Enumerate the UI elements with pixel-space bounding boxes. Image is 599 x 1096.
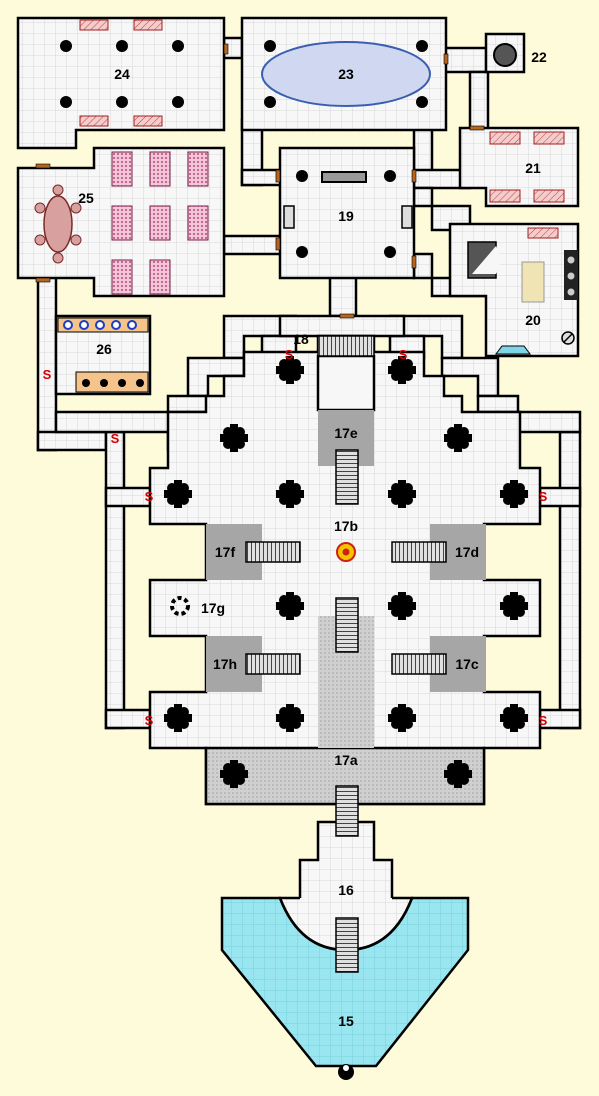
room-label-23: 23 — [338, 66, 354, 82]
table-icon — [34, 184, 82, 264]
room-label-17e: 17e — [334, 425, 358, 441]
kitchen-fixtures — [467, 241, 578, 355]
altar-slab-icon — [321, 171, 367, 183]
room-label-18: 18 — [293, 331, 309, 347]
secret-door: S — [111, 431, 120, 446]
secret-door: S — [399, 347, 408, 362]
room-labels: 24 23 22 21 25 19 20 18 26 17e 17b 17f 1… — [78, 49, 547, 1029]
room-label-17c: 17c — [455, 656, 479, 672]
furniture — [79, 19, 565, 239]
room-17e-void — [316, 354, 376, 412]
stairs-17c — [391, 653, 447, 675]
room-label-17b: 17b — [334, 518, 358, 534]
room-label-21: 21 — [525, 160, 541, 176]
secret-door: S — [145, 489, 154, 504]
well-icon — [493, 43, 517, 67]
room-label-16: 16 — [338, 882, 354, 898]
room-label-17f: 17f — [215, 544, 236, 560]
doors — [35, 43, 485, 319]
statue-icon — [283, 205, 295, 229]
beds — [111, 151, 209, 295]
room-label-17a: 17a — [334, 752, 358, 768]
room-label-25: 25 — [78, 190, 94, 206]
room-24 — [16, 16, 226, 150]
room-21 — [458, 126, 580, 208]
room-19 — [278, 146, 416, 280]
room-label-20: 20 — [525, 312, 541, 328]
room-18 — [278, 314, 406, 338]
room-label-17g: 17g — [201, 600, 225, 616]
stairs-17b-s — [335, 597, 359, 653]
stairs-17f — [245, 541, 301, 563]
statue-icon — [401, 205, 413, 229]
secret-door: S — [145, 713, 154, 728]
secret-door: S — [539, 713, 548, 728]
room-label-19: 19 — [338, 208, 354, 224]
secret-doors: S S S S S S S S — [43, 347, 548, 728]
secret-door: S — [539, 489, 548, 504]
stairs-18 — [317, 335, 375, 357]
pool-icon — [261, 41, 431, 107]
room-label-22: 22 — [531, 49, 547, 65]
room-label-24: 24 — [114, 66, 130, 82]
stone-circle-icon — [170, 596, 190, 616]
stairs-17e — [335, 449, 359, 505]
stairs-17h — [245, 653, 301, 675]
stairs-17d — [391, 541, 447, 563]
drain-icon — [338, 1064, 354, 1080]
altar-icon — [336, 542, 356, 562]
room-label-17d: 17d — [455, 544, 479, 560]
room-label-17h: 17h — [213, 656, 237, 672]
secret-door: S — [285, 347, 294, 362]
round-columns — [60, 40, 428, 258]
stairs-17a — [335, 785, 359, 837]
stairs — [245, 335, 447, 973]
room-label-15: 15 — [338, 1013, 354, 1029]
stairs-16 — [335, 917, 359, 973]
shelf-icons — [57, 317, 149, 393]
room-label-26: 26 — [96, 341, 112, 357]
secret-door: S — [43, 367, 52, 382]
